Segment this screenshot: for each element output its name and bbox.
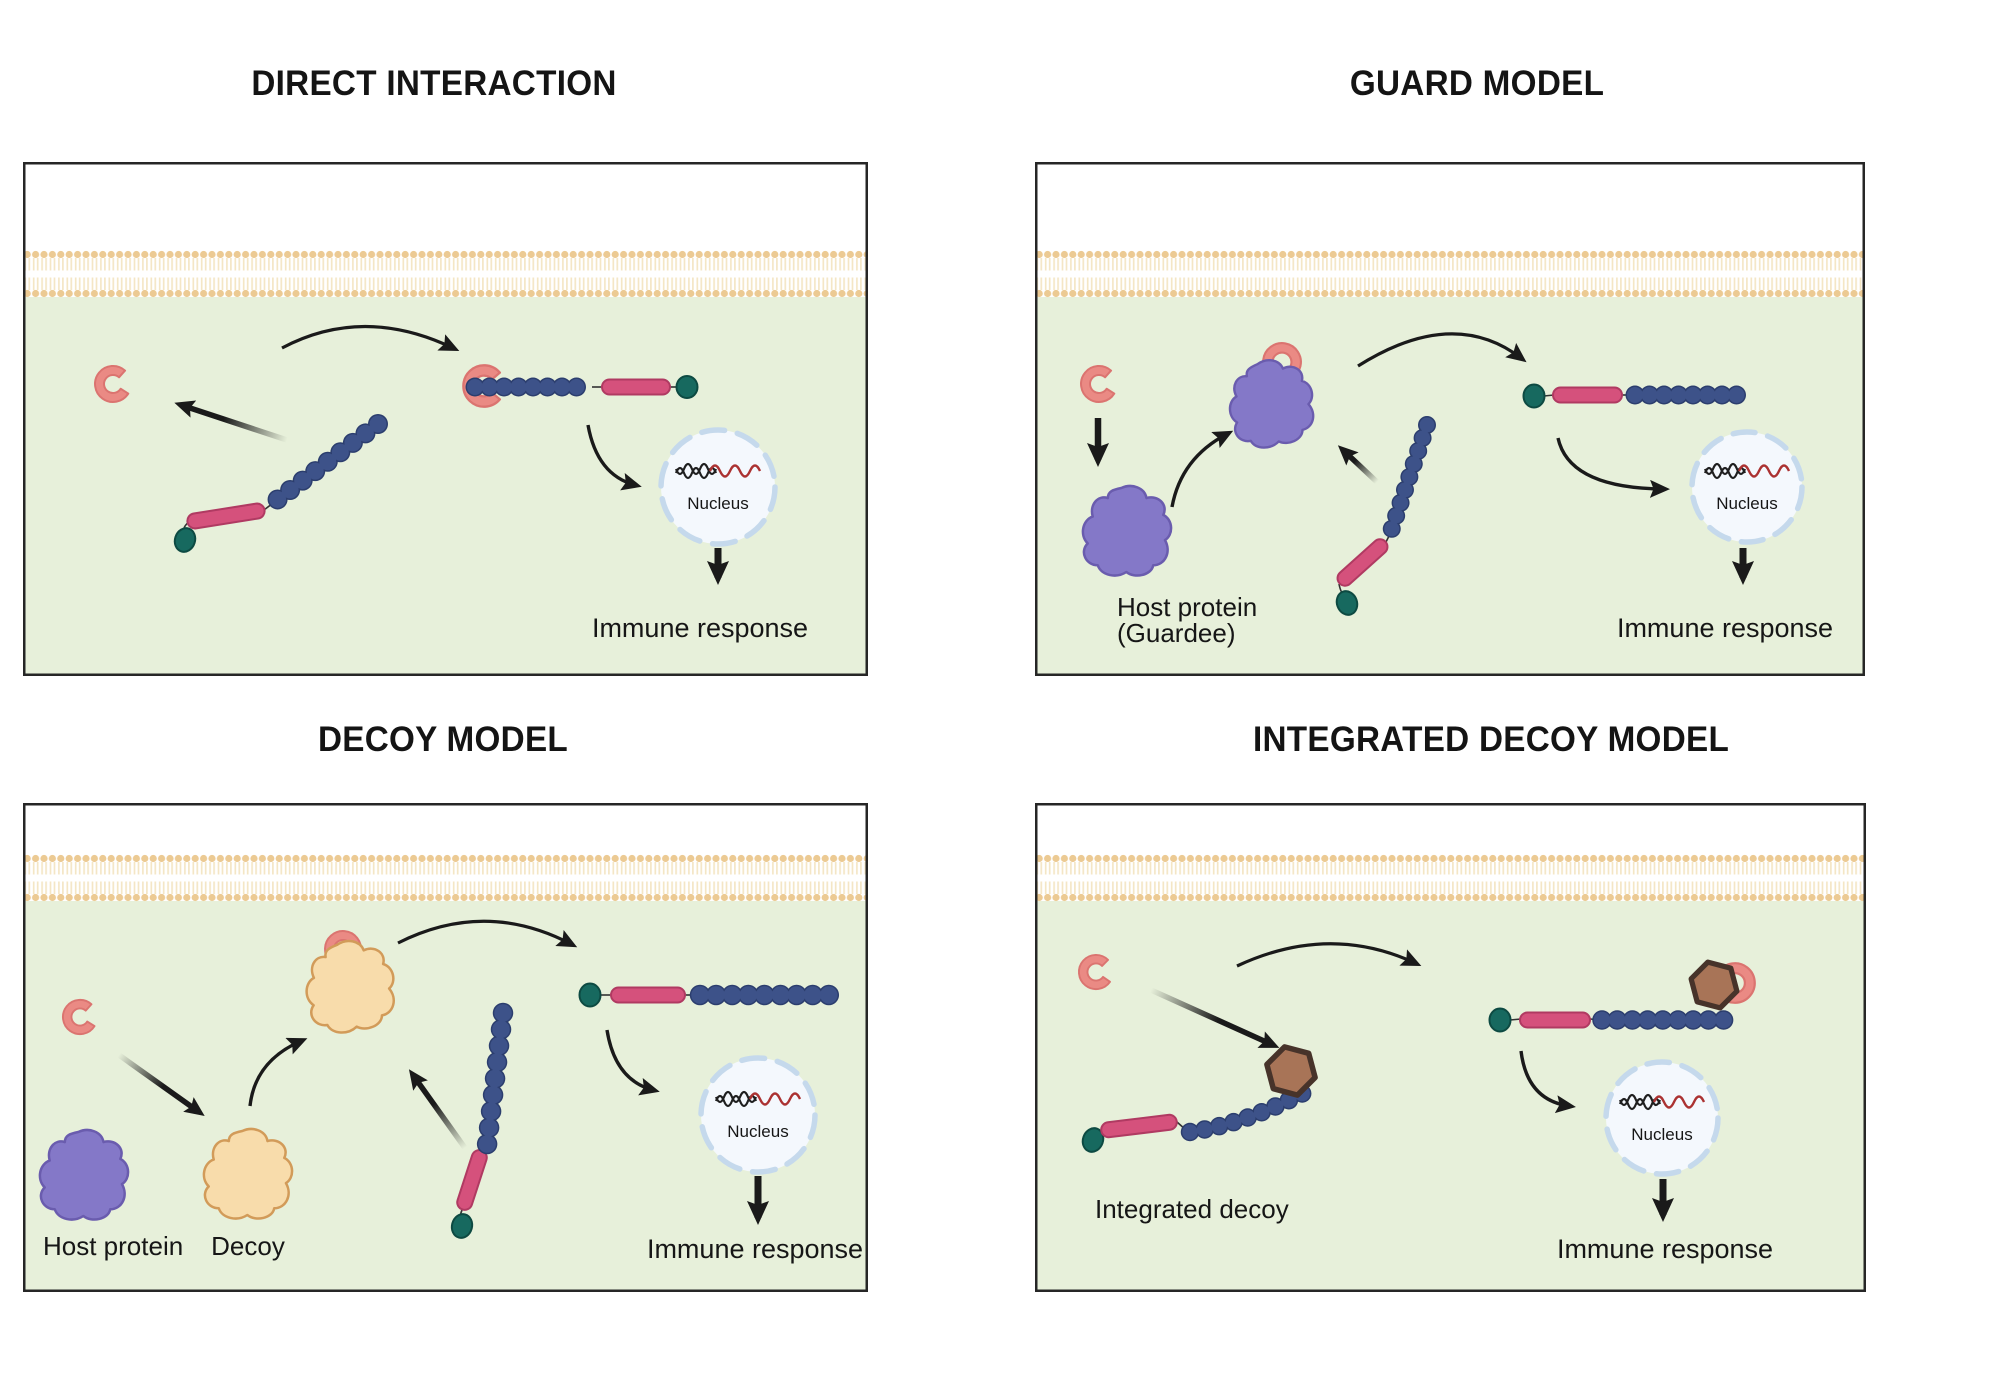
panel-title-integrated-decoy-model: INTEGRATED DECOY MODEL [1252, 720, 1730, 759]
receptor-rod-domain [1519, 1011, 1591, 1029]
panel-title-guard-model: GUARD MODEL [1349, 64, 1605, 103]
nlr-receptor-inactive-icon [450, 1002, 514, 1239]
panel-guard-model-figure: Host protein (Guardee) Nucleus Immune re… [1035, 162, 1865, 676]
nlr-receptor-activated-icon [578, 982, 840, 1008]
receptor-teal-domain [173, 527, 197, 553]
panel-direct-interaction: Nucleus Immune response [23, 162, 868, 681]
panel-title-direct-interaction: DIRECT INTERACTION [251, 64, 617, 103]
nlr-receptor-inactive-icon [173, 414, 388, 553]
immune-response-label: Immune response [592, 613, 808, 643]
panel-border [23, 162, 868, 676]
integrated-decoy-hexagon-icon [1688, 959, 1740, 1011]
receptor-lrr-beads [1383, 417, 1435, 539]
binding-arrow-icon [281, 324, 460, 352]
host-protein-label-line1: Host protein [1117, 592, 1257, 622]
nucleus-icon: Nucleus [698, 1055, 818, 1175]
effector-targets-decoy-arrow-icon [117, 1052, 205, 1117]
signal-arrow-icon [605, 1029, 660, 1096]
nucleus-label: Nucleus [1631, 1125, 1692, 1144]
integrated-decoy-label: Integrated decoy [1095, 1194, 1289, 1224]
immune-response-label: Immune response [1557, 1234, 1773, 1264]
plasma-membrane [1037, 854, 1864, 902]
nlr-receptor-inactive-icon [1335, 416, 1436, 616]
recognition-arrow-icon [174, 400, 288, 443]
panel-border [1035, 162, 1865, 676]
cell-interior [1037, 901, 1864, 1290]
receptor-rod-domain [1552, 386, 1623, 404]
decoy-label: Decoy [211, 1231, 285, 1261]
panel-integrated-decoy-model-figure: Integrated decoy Nucleus Immune response [1035, 803, 1866, 1292]
receptor-rod-domain [601, 378, 671, 396]
signal-arrow-icon [1519, 1050, 1576, 1114]
receptor-teal-domain [1522, 383, 1546, 409]
signal-arrow-icon [1556, 437, 1670, 498]
nlr-receptor-integrated-decoy-activated-icon [1488, 959, 1758, 1033]
receptor-rod-domain [610, 986, 686, 1004]
receptor-lrr-beads [478, 1004, 512, 1154]
plasma-membrane [25, 854, 866, 902]
host-protein-label: Host protein [43, 1231, 183, 1261]
receptor-teal-domain [675, 375, 699, 399]
recognition-arrow-icon [408, 1069, 468, 1150]
nlr-receptor-activated-icon [1522, 383, 1761, 409]
panel-guard-model: Host protein (Guardee) Nucleus Immune re… [1035, 162, 1865, 681]
panel-border [1035, 803, 1866, 1292]
recognition-arrow-icon [1337, 445, 1379, 485]
decoy-protein-icon [202, 1127, 294, 1220]
receptor-rod-domain [1100, 1113, 1178, 1139]
panel-integrated-decoy-model: Integrated decoy Nucleus Immune response [1035, 803, 1866, 1297]
receptor-teal-domain [1488, 1007, 1512, 1033]
modification-arrow-icon [248, 1037, 308, 1107]
receptor-teal-domain [1335, 590, 1359, 616]
nucleus-label: Nucleus [687, 494, 748, 513]
receptor-teal-domain [450, 1213, 474, 1239]
activation-arrow-icon [397, 919, 578, 948]
activation-arrow-icon [1357, 332, 1527, 368]
activation-arrow-icon [1236, 942, 1422, 968]
effector-targets-decoy-arrow-icon [1149, 987, 1280, 1048]
panel-decoy-model: Host protein Decoy Nucleus Immune respon… [23, 803, 868, 1297]
nucleus-icon: Nucleus [1689, 429, 1805, 545]
receptor-rod-domain [186, 502, 266, 530]
signal-arrow-icon [586, 424, 642, 491]
panel-direct-interaction-figure: Nucleus Immune response [23, 162, 868, 676]
host-protein-icon [38, 1128, 130, 1221]
integrated-decoy-hexagon-icon [1264, 1044, 1318, 1098]
immune-response-label: Immune response [647, 1234, 863, 1264]
receptor-teal-domain [1081, 1127, 1105, 1153]
panel-title-decoy-model: DECOY MODEL [317, 720, 569, 759]
receptor-teal-domain [578, 982, 602, 1008]
plasma-membrane [25, 250, 866, 298]
modification-arrow-icon [1170, 430, 1234, 508]
receptor-lrr-beads [1182, 1084, 1313, 1140]
nlr-receptor-activated-icon [462, 364, 699, 408]
nucleus-label: Nucleus [1716, 494, 1777, 513]
host-protein-label-line2: (Guardee) [1117, 618, 1236, 648]
panel-border [23, 803, 868, 1292]
nlr-receptor-integrated-decoy-inactive-icon [1081, 1044, 1318, 1153]
host-protein-guardee-icon [1081, 484, 1173, 577]
nucleus-label: Nucleus [727, 1122, 788, 1141]
receptor-lrr-beads [267, 415, 387, 510]
plasma-membrane [1037, 250, 1863, 298]
nucleus-icon: Nucleus [658, 427, 778, 547]
nucleus-icon: Nucleus [1603, 1059, 1721, 1177]
panel-decoy-model-figure: Host protein Decoy Nucleus Immune respon… [23, 803, 868, 1292]
receptor-rod-domain [1336, 538, 1389, 587]
immune-response-label: Immune response [1617, 613, 1833, 643]
